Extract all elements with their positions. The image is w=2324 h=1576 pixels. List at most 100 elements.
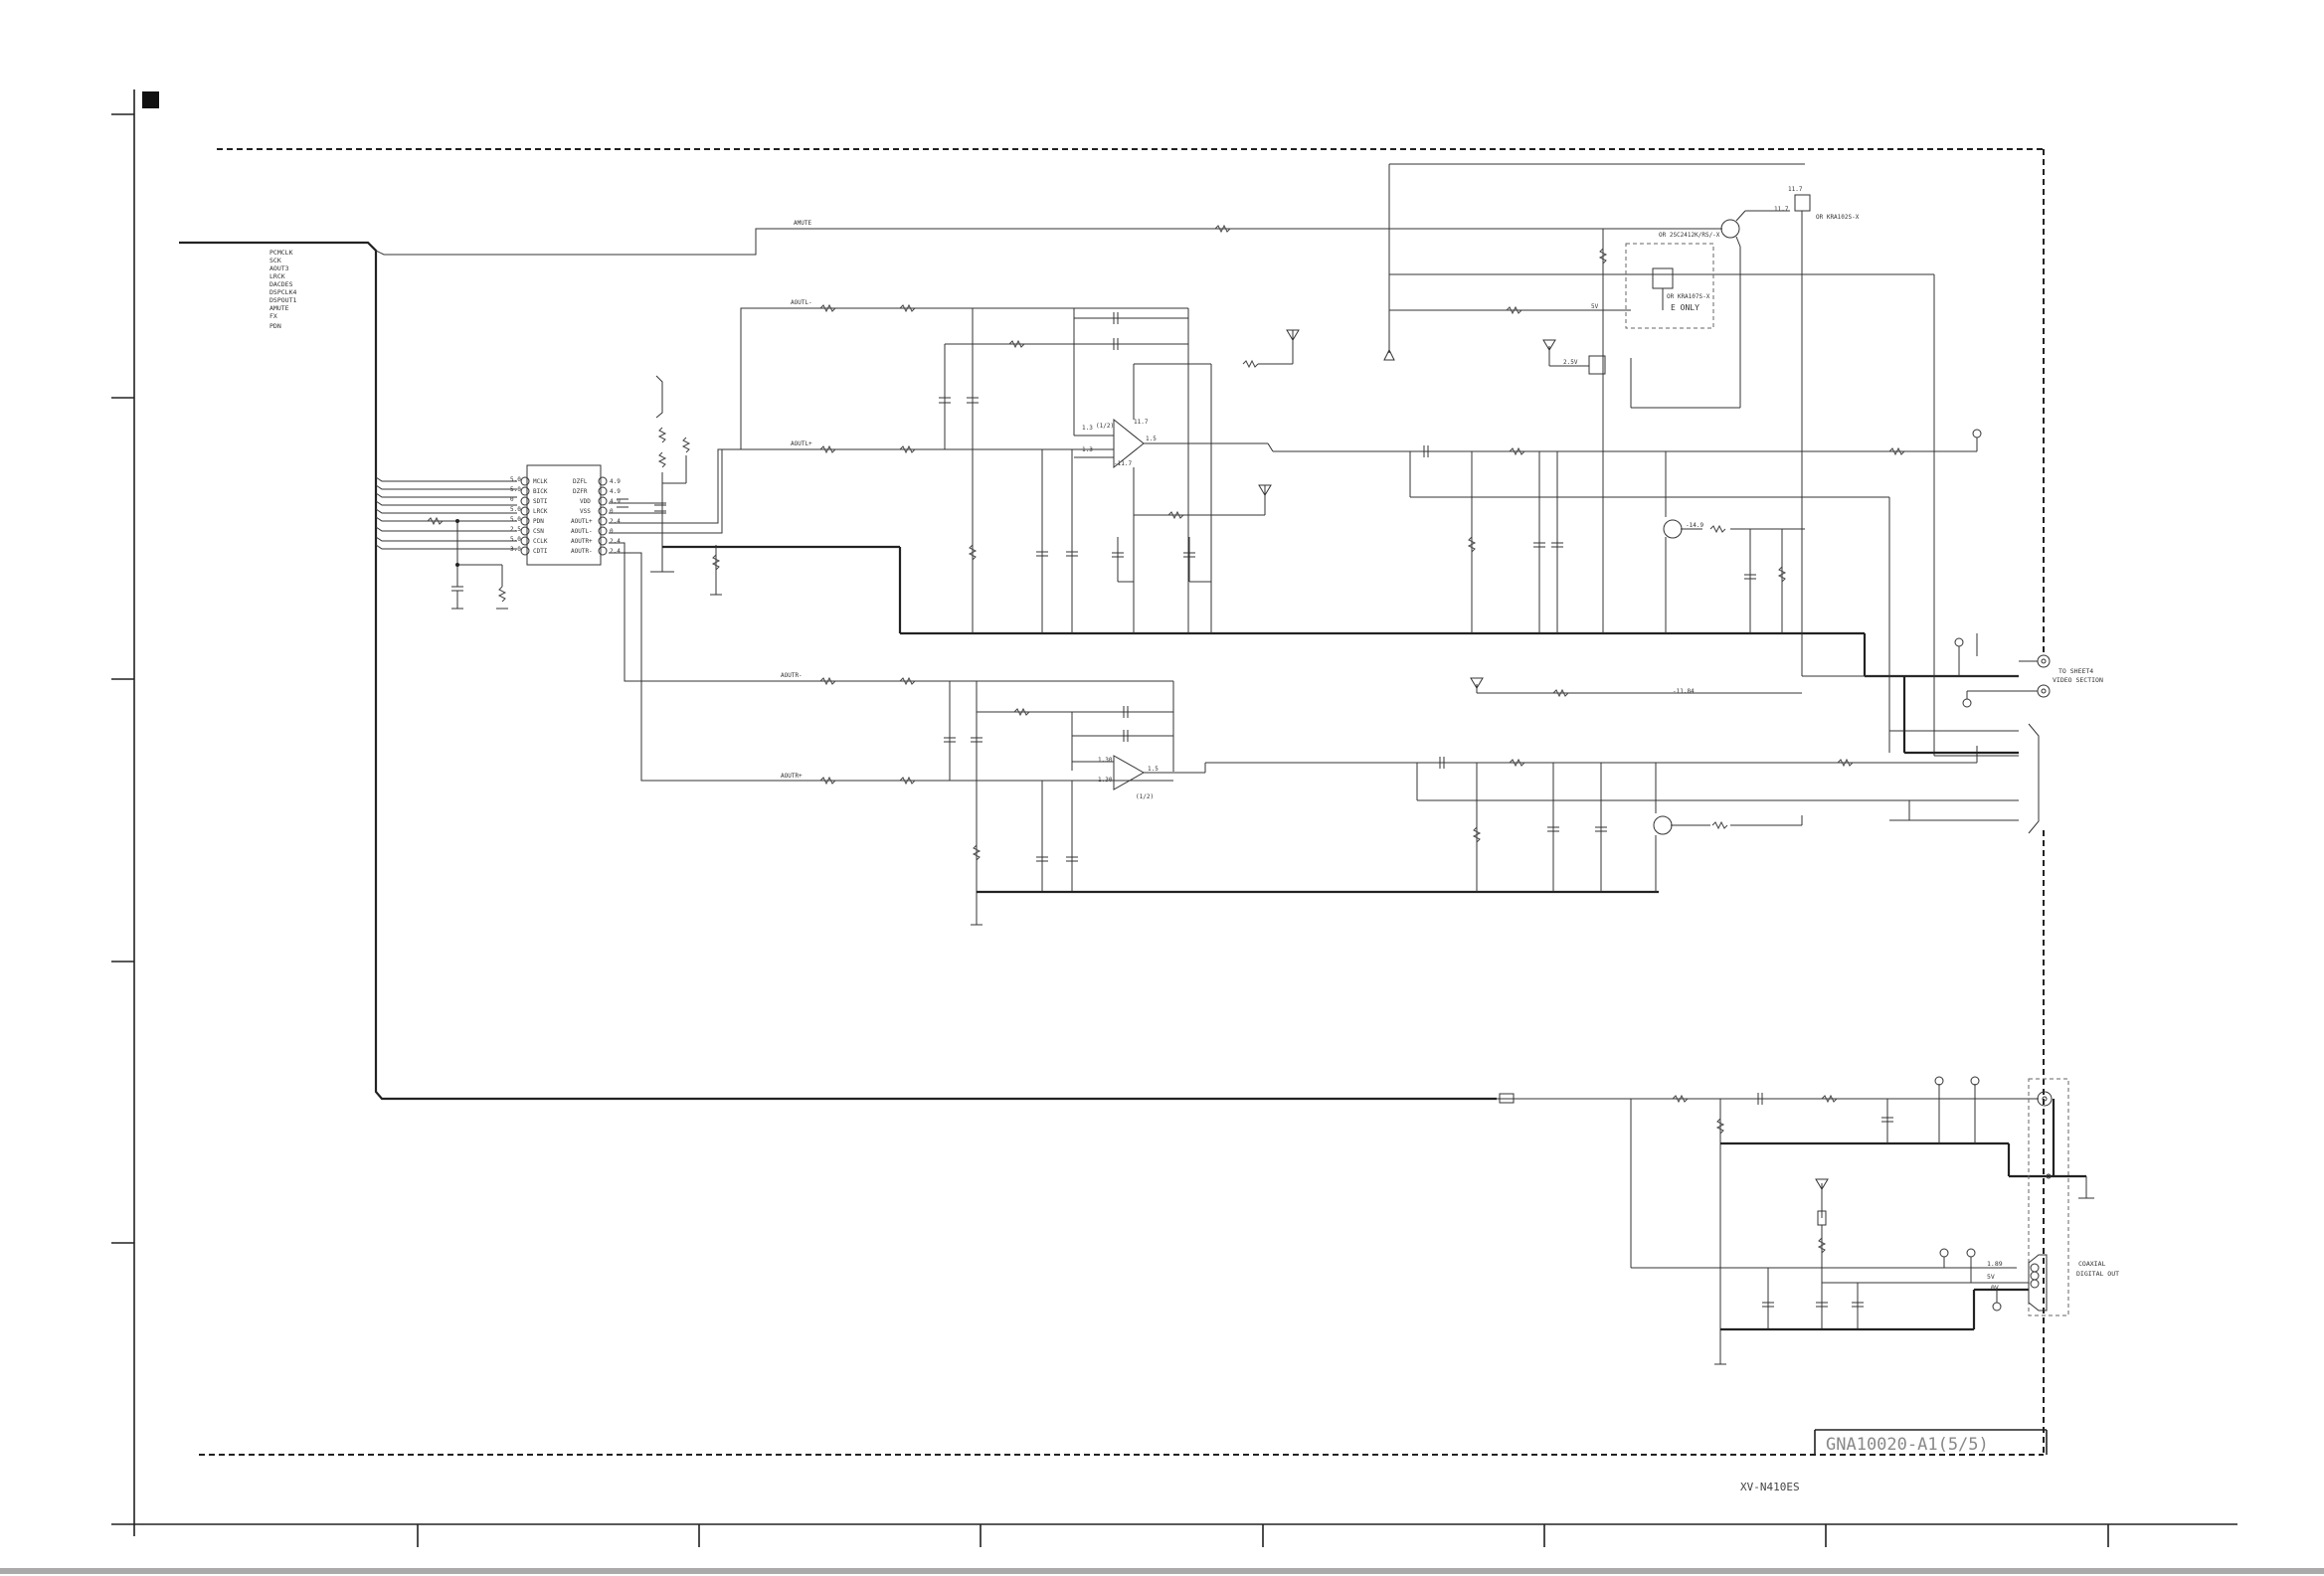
bus-fanout: [375, 476, 517, 550]
ic-left-aux: [427, 516, 508, 610]
opamp-label: 1.5: [1148, 766, 1159, 773]
ic-pin-volt: 2.5: [510, 526, 521, 533]
signal-label: AOUTL-: [791, 299, 812, 306]
ic-pin-name: DZFL: [573, 478, 588, 485]
connector-label: 0V: [1991, 1284, 1999, 1292]
connector-label: TO SHEET4: [2058, 667, 2093, 675]
ic-pin-name: AOUTL-: [571, 528, 593, 535]
connector-label: DIGITAL OUT: [2076, 1270, 2119, 1278]
ic-pin-volt: 2.4: [610, 548, 621, 555]
transistor-label: OR KRA107S-X: [1667, 293, 1710, 300]
ic-pin-volt: 2.4: [610, 538, 621, 545]
ic-pin-name: VDD: [580, 498, 591, 505]
ic-pin-volt: 4.9: [610, 478, 621, 485]
ic-pin-volt: 5.0: [510, 516, 521, 523]
bus-signal: PCMCLK: [269, 249, 293, 257]
corner-marker-icon: [142, 91, 159, 108]
bus-signal: FX: [269, 312, 277, 320]
bus-signal: DSPCLK4: [269, 288, 296, 296]
ic-pin-volt: 0: [610, 508, 614, 515]
opamp-label: 1.5: [1146, 436, 1157, 442]
connector-label: 1.89: [1987, 1260, 2003, 1268]
transistor-label: 2.5V: [1563, 359, 1578, 366]
ic-pin-volt: 0: [610, 528, 614, 535]
bus-signal: DSPOUT1: [269, 296, 296, 304]
transistor-label: -14.9: [1686, 522, 1703, 529]
ic-pin-name: LRCK: [533, 508, 548, 515]
upper-channel: [722, 303, 1402, 633]
ic-pin-name: CDTI: [533, 548, 548, 555]
ic-pin-name: AOUTR-: [571, 548, 593, 555]
transistor-label: E ONLY: [1671, 303, 1699, 312]
signal-label: AOUTL+: [791, 440, 812, 447]
bus-signal-list: PCMCLK SCK AOUT3 LRCK DACDES DSPCLK4 DSP…: [269, 249, 296, 330]
audio-out-labels: TO SHEET4 VIDEO SECTION: [2053, 667, 2103, 684]
ic-pin-volt: 4.9: [610, 498, 621, 505]
ic-left-pin-labels: MCLK BICK SDTI LRCK PDN CSN CCLK CDTI 5.…: [510, 476, 548, 555]
signal-label: AOUTR+: [781, 773, 803, 780]
bus-signal: AOUT3: [269, 264, 289, 272]
ic-pin-volt: 5.0: [510, 486, 521, 493]
ic-pin-name: BICK: [533, 488, 548, 495]
main-bus: [179, 228, 1715, 1101]
opamp-label: -11.7: [1114, 460, 1132, 467]
title-block: GNA10020-A1(5/5) XV-N410ES: [1740, 1429, 2048, 1493]
connector-label: COAXIAL: [2078, 1260, 2105, 1268]
transistor-label: 11.7: [1774, 206, 1789, 213]
page-frame: [0, 89, 2324, 1574]
transistor-label: OR 2SC2412K/RS/-X: [1659, 232, 1720, 239]
opamp-label: 1.30: [1098, 777, 1113, 784]
model-number: XV-N410ES: [1740, 1481, 1800, 1493]
ic-pin-volt: 2.4: [610, 518, 621, 525]
ic-pin-volt: 3.0: [510, 546, 521, 553]
opamp-label: 1.30: [1098, 757, 1113, 764]
ic-pin-name: MCLK: [533, 478, 548, 485]
digital-out-section: [1497, 1076, 2094, 1365]
opamp-label: (1/2): [1096, 423, 1114, 430]
opamp-label: (1/2): [1136, 793, 1154, 800]
lower-channel-labels: AOUTR- AOUTR+ (1/2) 1.30 1.30 1.5: [781, 672, 1159, 800]
transistor-label: 11.7: [1788, 186, 1803, 193]
connector-label: VIDEO SECTION: [2053, 676, 2103, 684]
upper-output-stage: [1402, 429, 2019, 732]
lower-channel: [625, 633, 2040, 926]
signal-label: AMUTE: [794, 220, 811, 227]
ic-pin-volt: 4.9: [610, 488, 621, 495]
ic-right-wiring: [609, 307, 2019, 782]
dac-ic: MCLK BICK SDTI LRCK PDN CSN CCLK CDTI 5.…: [510, 464, 621, 566]
transistor-label: 5V: [1591, 303, 1599, 310]
ic-pin-name: AOUTR+: [571, 538, 593, 545]
mute-section: [1214, 163, 2019, 825]
opamp-label: 1.3: [1082, 425, 1093, 432]
bus-signal: AMUTE: [269, 304, 289, 312]
ic-pin-name: DZFR: [573, 488, 588, 495]
ic-pin-name: CSN: [533, 528, 544, 535]
bus-signal: DACDES: [269, 280, 293, 288]
bus-signal: PDN: [269, 322, 281, 330]
bus-signal: LRCK: [269, 272, 285, 280]
opamp-label: 11.7: [1134, 419, 1149, 426]
digital-out-labels: COAXIAL DIGITAL OUT 1.89 5V 0V: [1987, 1260, 2119, 1292]
ic-pin-volt: 5.0: [510, 506, 521, 513]
ic-pin-volt: 5.0: [510, 536, 521, 543]
ic-pin-name: AOUTL+: [571, 518, 593, 525]
board-outline: [199, 148, 2045, 1456]
ic-pin-name: PDN: [533, 518, 544, 525]
opamp-label: 1.3: [1082, 446, 1093, 453]
audio-out-connectors: [2019, 654, 2051, 698]
connector-label: 5V: [1987, 1273, 1995, 1281]
ic-pin-name: SDTI: [533, 498, 548, 505]
ic-pin-name: VSS: [580, 508, 591, 515]
transistor-label: OR KRA102S-X: [1816, 214, 1860, 221]
ic-right-pin-labels: DZFL DZFR VDD VSS AOUTL+ AOUTL- AOUTR+ A…: [571, 478, 621, 555]
signal-label: AOUTR-: [781, 672, 803, 679]
ic-pin-volt: 5.0: [510, 476, 521, 483]
upper-channel-labels: AOUTL- AOUTL+ AMUTE (1/2) 11.7 -11.7 1.3…: [791, 220, 1157, 467]
bus-signal: SCK: [269, 257, 281, 264]
drawing-number: GNA10020-A1(5/5): [1826, 1435, 1989, 1455]
transistor-label: -11.84: [1673, 688, 1695, 695]
ic-pin-volt: 0: [510, 496, 514, 503]
ic-pin-name: CCLK: [533, 538, 548, 545]
mute-section-labels: OR 2SC2412K/RS/-X OR KRA102S-X OR KRA107…: [1563, 186, 1860, 695]
